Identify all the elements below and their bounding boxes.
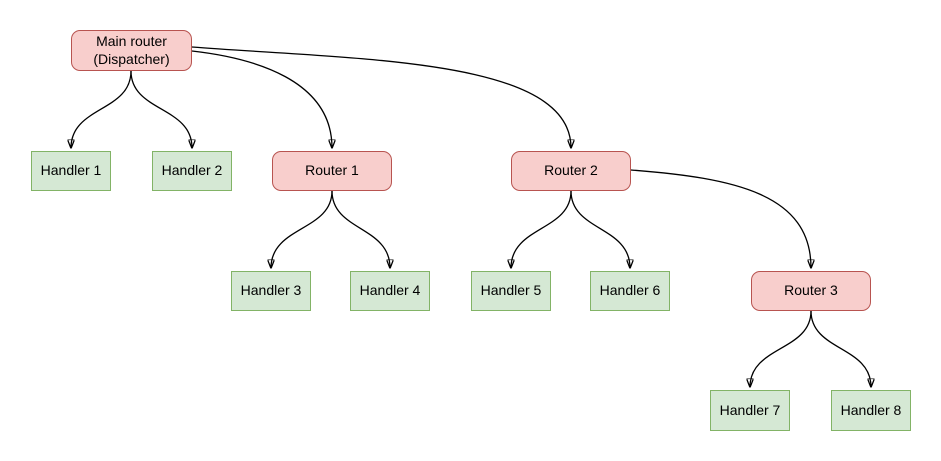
node-router-1: Router 1: [272, 151, 392, 191]
edge-main-router-to-handler-2: [130, 70, 192, 148]
edge-router-3-to-handler-8: [810, 310, 871, 387]
node-handler-4: Handler 4: [350, 271, 430, 311]
node-handler-6: Handler 6: [590, 271, 670, 311]
node-main-router: Main router (Dispatcher): [71, 30, 192, 71]
node-handler-1: Handler 1: [31, 151, 111, 191]
edge-router-1-to-handler-3: [271, 190, 333, 268]
node-handler-2: Handler 2: [152, 151, 232, 191]
edge-router-2-to-router-3: [630, 169, 811, 268]
node-handler-5: Handler 5: [471, 271, 551, 311]
edge-router-1-to-handler-4: [331, 190, 390, 268]
edge-main-router-to-handler-1: [71, 70, 132, 148]
node-handler-7: Handler 7: [710, 390, 790, 431]
node-handler-3: Handler 3: [231, 271, 311, 311]
edge-router-2-to-handler-5: [511, 190, 572, 268]
node-router-3: Router 3: [751, 271, 871, 311]
edge-main-router-to-router-1: [191, 50, 332, 148]
edge-main-router-to-router-2: [191, 46, 571, 148]
edge-router-2-to-handler-6: [570, 190, 630, 268]
node-router-2: Router 2: [511, 151, 631, 191]
edge-router-3-to-handler-7: [750, 310, 812, 387]
node-handler-8: Handler 8: [831, 390, 911, 431]
